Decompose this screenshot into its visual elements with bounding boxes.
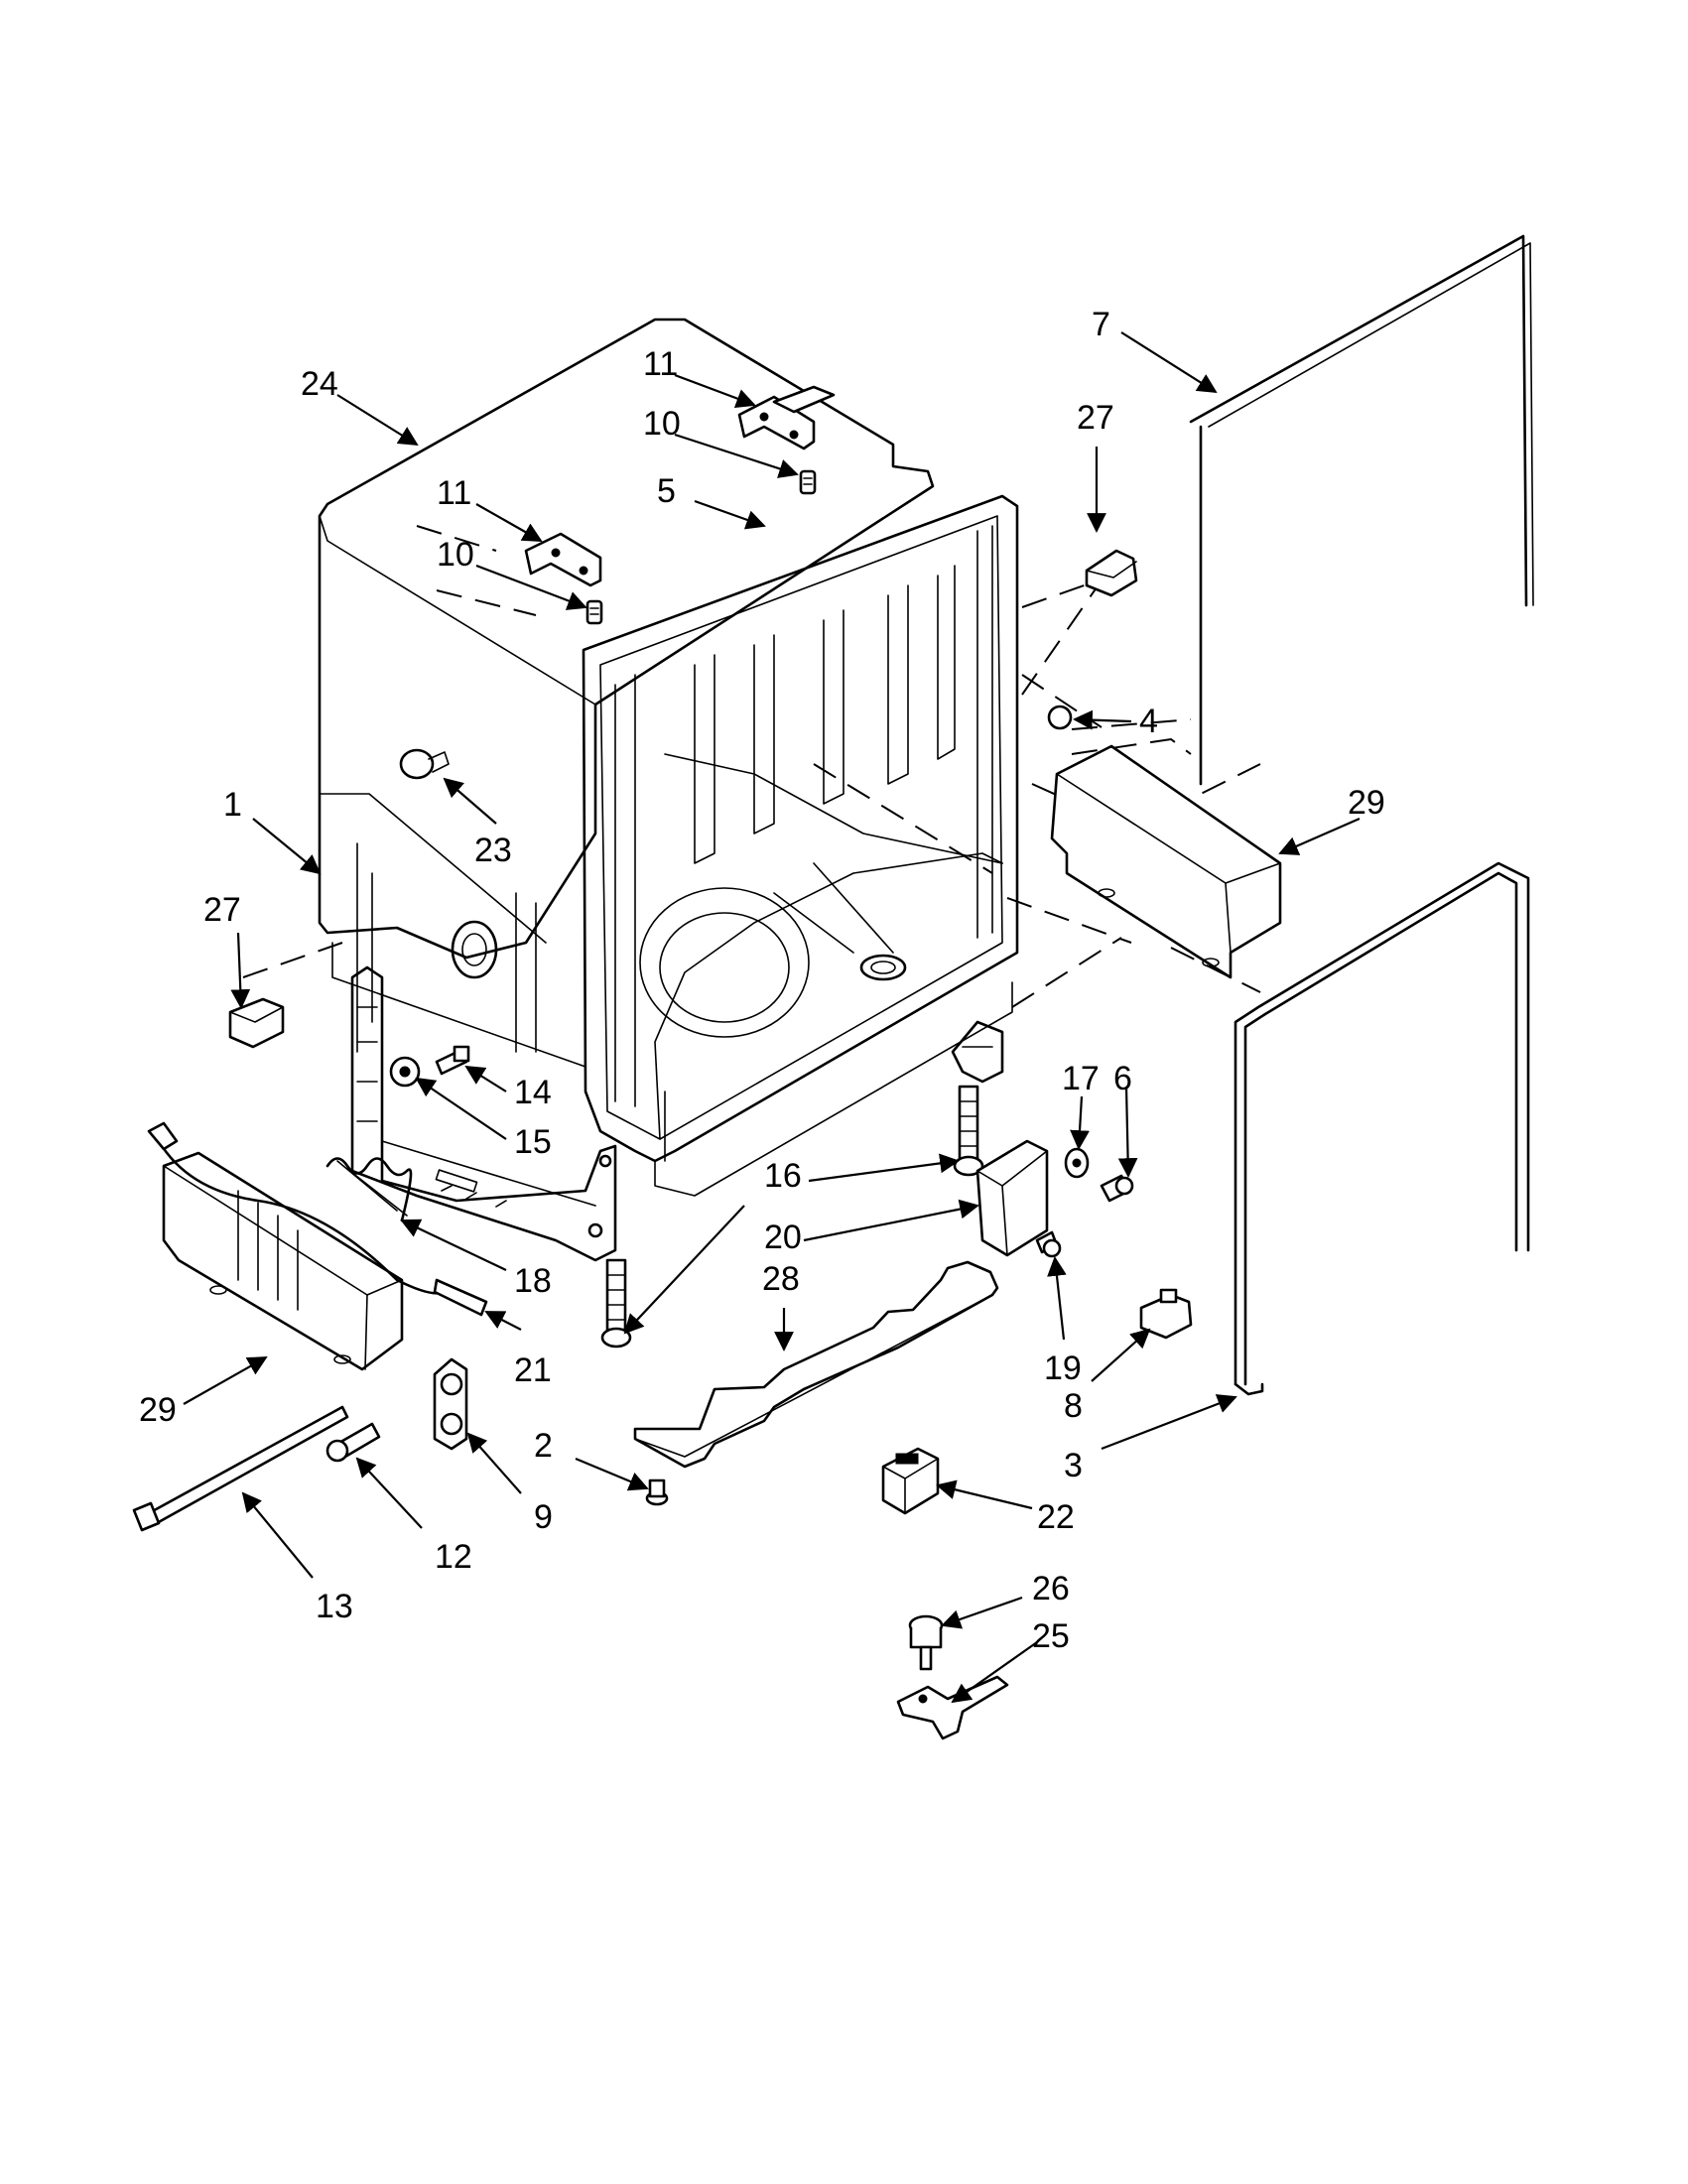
leader-arrows xyxy=(183,331,1361,1704)
part-10-screw-upper xyxy=(799,469,817,495)
part-9-cap xyxy=(433,1357,468,1451)
part-25-bracket xyxy=(896,1675,1009,1740)
callout-6: 6 xyxy=(1113,1060,1132,1097)
callout-25: 25 xyxy=(1032,1617,1070,1655)
part-21-cable xyxy=(147,1121,488,1317)
callout-8: 8 xyxy=(1064,1387,1083,1425)
part-11-bracket-lower xyxy=(524,532,602,587)
callout-14: 14 xyxy=(514,1074,552,1111)
callout-26: 26 xyxy=(1032,1570,1070,1607)
right-side-bracket xyxy=(951,1020,1004,1084)
part-26-float xyxy=(908,1614,944,1671)
callout-20: 20 xyxy=(764,1219,802,1256)
part-15-bushing xyxy=(389,1056,421,1088)
callout-27-lower: 27 xyxy=(203,891,241,929)
tub-front-frame xyxy=(582,494,1019,1163)
part-11-bracket-upper xyxy=(737,395,816,450)
part-10-screw-lower xyxy=(585,599,603,625)
part-2-screw xyxy=(645,1478,669,1506)
callout-12: 12 xyxy=(435,1538,472,1576)
callout-23: 23 xyxy=(474,832,512,869)
part-16-leg-left xyxy=(600,1258,632,1349)
part-14-bolt xyxy=(435,1045,470,1076)
callout-2: 2 xyxy=(534,1427,553,1465)
callout-16: 16 xyxy=(764,1157,802,1195)
callout-19: 19 xyxy=(1044,1349,1082,1387)
part-28-kickplate xyxy=(633,1260,999,1469)
callout-11-top: 11 xyxy=(643,345,678,383)
part-17-washer xyxy=(1064,1147,1090,1179)
callout-18: 18 xyxy=(514,1262,552,1300)
callout-22: 22 xyxy=(1037,1498,1075,1536)
callout-9: 9 xyxy=(534,1498,553,1536)
callout-21: 21 xyxy=(514,1351,552,1389)
part-5-clip xyxy=(772,385,836,414)
part-8-clip xyxy=(1139,1288,1193,1340)
left-side-bracket xyxy=(350,965,617,1262)
part-20-cover xyxy=(975,1139,1049,1257)
callout-15: 15 xyxy=(514,1123,552,1161)
callout-1: 1 xyxy=(223,786,242,824)
part-18-spring xyxy=(325,1157,413,1222)
part-13-zip-tie xyxy=(132,1405,349,1532)
tub-insulation-wrap xyxy=(318,318,935,960)
part-3-gasket-lower xyxy=(1234,861,1530,1396)
callout-24: 24 xyxy=(301,365,338,403)
part-29-insulation-upper xyxy=(1050,744,1282,979)
callout-29-lower: 29 xyxy=(139,1391,177,1429)
callout-27-upper: 27 xyxy=(1077,399,1114,437)
callout-11-lower: 11 xyxy=(437,474,471,512)
part-4-grommet xyxy=(1047,705,1073,730)
part-12-screw xyxy=(325,1422,381,1463)
part-6-screw xyxy=(1100,1174,1134,1203)
part-27-clip-upper xyxy=(1085,549,1138,597)
part-16-leg-right xyxy=(953,1085,984,1177)
part-29-insulation-lower xyxy=(162,1151,404,1371)
callout-4: 4 xyxy=(1139,703,1158,740)
part-22-switch xyxy=(881,1447,940,1515)
callout-17: 17 xyxy=(1062,1060,1100,1097)
callouts: 24 11 10 5 11 10 7 27 4 29 23 1 27 14 15… xyxy=(139,306,1385,1655)
part-7-gasket-vertical xyxy=(1189,234,1534,786)
callout-7: 7 xyxy=(1092,306,1110,343)
callout-5: 5 xyxy=(657,472,676,510)
callout-13: 13 xyxy=(316,1588,353,1625)
callout-10-top: 10 xyxy=(643,405,681,443)
callout-28: 28 xyxy=(762,1260,800,1298)
part-23-plug xyxy=(399,748,450,780)
part-27-clip-lower xyxy=(228,997,285,1049)
tub-assembly xyxy=(318,318,1019,1197)
callout-3: 3 xyxy=(1064,1447,1083,1484)
callout-10-lower: 10 xyxy=(437,536,474,574)
part-19-screw xyxy=(1035,1230,1062,1258)
callout-29-upper: 29 xyxy=(1348,784,1385,822)
